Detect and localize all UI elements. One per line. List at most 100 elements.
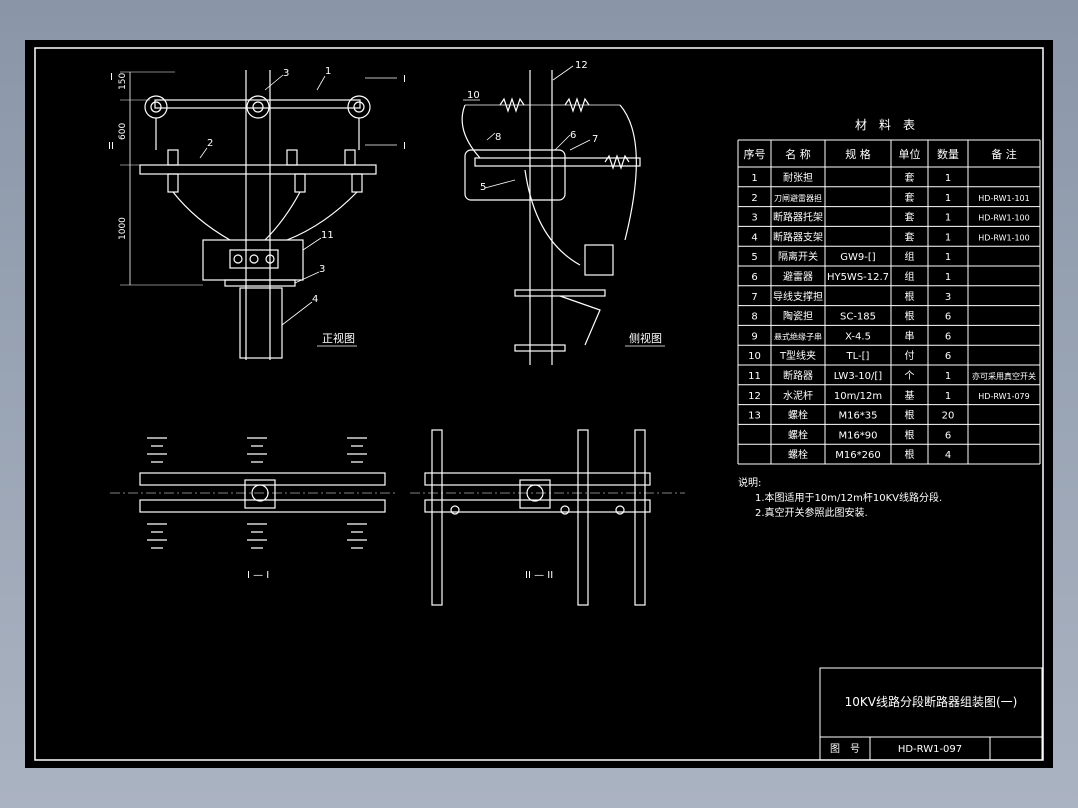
table-cell: 13 bbox=[748, 411, 761, 422]
section-II-view bbox=[410, 429, 685, 606]
leader-4 bbox=[281, 301, 313, 326]
table-cell: 1 bbox=[945, 213, 951, 224]
table-header-cell: 备 注 bbox=[991, 147, 1017, 161]
side-switch-frame bbox=[464, 149, 566, 201]
callout-12: 12 bbox=[575, 60, 588, 71]
table-cell: T型线夹 bbox=[779, 349, 816, 362]
arrester-1 bbox=[167, 149, 179, 166]
table-cell: HY5WS-12.7 bbox=[827, 272, 889, 283]
table-cell: 断路器支架 bbox=[773, 230, 823, 243]
table-cell: 套 bbox=[905, 171, 915, 184]
dim-600: 600 bbox=[118, 123, 128, 140]
section-II-label: II — II bbox=[525, 570, 553, 581]
tension-crossarm bbox=[154, 99, 361, 109]
leader-2 bbox=[199, 147, 208, 159]
table-cell: 套 bbox=[905, 230, 915, 243]
materials-title: 材 料 表 bbox=[855, 118, 915, 132]
section-II-bolt-3 bbox=[615, 505, 625, 515]
front-view-label: 正视图 bbox=[322, 331, 355, 345]
section-I-insulator-tc bbox=[247, 437, 267, 463]
title-block bbox=[819, 667, 1043, 761]
dim-150: 150 bbox=[118, 73, 128, 90]
table-cell: 陶瓷担 bbox=[783, 310, 813, 323]
side-view-label: 侧视图 bbox=[629, 331, 662, 345]
table-cell: 组 bbox=[905, 270, 915, 283]
callout-7: 7 bbox=[592, 134, 598, 145]
table-cell: HD-RW1-100 bbox=[978, 214, 1029, 223]
table-cell: 付 bbox=[905, 349, 915, 362]
leader-8 bbox=[486, 132, 496, 141]
side-insulator-right bbox=[564, 97, 590, 113]
section-mark-II: II bbox=[108, 141, 114, 152]
table-cell: 4 bbox=[945, 450, 951, 461]
arrester-2 bbox=[286, 149, 298, 166]
section-I-arm-top bbox=[139, 472, 386, 486]
table-cell: SC-185 bbox=[840, 312, 876, 323]
drawing-no: HD-RW1-097 bbox=[898, 744, 962, 755]
table-cell: 6 bbox=[751, 272, 757, 283]
table-cell: GW9-[] bbox=[840, 252, 876, 263]
side-crossarm bbox=[474, 157, 641, 167]
section-I-pole-hole bbox=[251, 484, 269, 502]
section-I-insulator-br bbox=[347, 523, 367, 549]
insulator-right bbox=[347, 95, 371, 119]
lead-3 bbox=[286, 191, 358, 241]
leader-6 bbox=[554, 134, 571, 151]
section-mark-I-lower: I bbox=[403, 141, 406, 152]
insulator-center bbox=[246, 95, 270, 119]
leader-1 bbox=[316, 75, 326, 91]
table-cell: HD-RW1-079 bbox=[978, 392, 1029, 401]
table-cell: 亦可采用真空开关 bbox=[972, 371, 1036, 381]
table-cell: M16*35 bbox=[838, 411, 877, 422]
insulator-right-inner bbox=[353, 101, 365, 113]
note-line-2: 2.真空开关参照此图安装. bbox=[755, 506, 868, 519]
section-II-bolt-2 bbox=[560, 505, 570, 515]
front-view bbox=[120, 70, 397, 360]
table-cell: 6 bbox=[945, 331, 951, 342]
breaker-bushing-3 bbox=[265, 254, 275, 264]
table-header-cell: 序号 bbox=[744, 147, 766, 161]
table-cell: TL-[] bbox=[846, 351, 870, 362]
callout-11: 11 bbox=[321, 230, 334, 241]
table-cell: 6 bbox=[945, 351, 951, 362]
breaker-bushing-1 bbox=[233, 254, 243, 264]
side-brace bbox=[559, 295, 601, 346]
table-cell: 串 bbox=[905, 330, 915, 342]
insulator-center-inner bbox=[252, 101, 264, 113]
callout-10: 10 bbox=[467, 90, 480, 101]
table-cell: 4 bbox=[751, 232, 757, 243]
cad-drawing: 1 2 3 4 11 3 I I II I 150 600 1000 正视图 bbox=[34, 47, 1044, 761]
section-mark-I-left: I bbox=[110, 72, 113, 83]
table-cell: 悬式绝缘子串 bbox=[774, 331, 822, 341]
note-line-1: 1.本图适用于10m/12m杆10KV线路分段. bbox=[755, 491, 942, 504]
drawing-border bbox=[34, 47, 1044, 761]
table-cell: 1 bbox=[945, 252, 951, 263]
table-cell: 螺栓 bbox=[788, 428, 808, 441]
table-cell: 11 bbox=[748, 371, 761, 382]
table-cell: 1 bbox=[945, 272, 951, 283]
table-cell: 螺栓 bbox=[788, 409, 808, 422]
breaker-panel bbox=[229, 249, 279, 269]
section-II-pole bbox=[519, 479, 551, 509]
table-cell: LW3-10/[] bbox=[834, 371, 883, 382]
table-cell: 1 bbox=[945, 391, 951, 402]
section-I-arm-bottom bbox=[139, 499, 386, 513]
table-cell: 避雷器 bbox=[783, 270, 813, 283]
switch-crossarm bbox=[139, 164, 377, 175]
table-cell: 导线支撑担 bbox=[773, 290, 823, 303]
table-cell: 隔离开关 bbox=[778, 250, 818, 263]
side-view-labels: 12 10 8 5 6 7 侧视图 bbox=[467, 60, 662, 345]
switch-2 bbox=[294, 173, 306, 193]
table-cell: 断路器托架 bbox=[773, 211, 823, 224]
table-cell: 10m/12m bbox=[834, 391, 882, 402]
table-cell: 12 bbox=[748, 391, 761, 402]
breaker-body bbox=[202, 239, 304, 281]
callout-6: 6 bbox=[570, 130, 576, 141]
leader-11 bbox=[302, 237, 322, 251]
table-cell: 20 bbox=[942, 411, 955, 422]
drawing-no-label: 图 号 bbox=[830, 743, 860, 755]
insulator-left-inner bbox=[150, 101, 162, 113]
table-cell: 6 bbox=[945, 312, 951, 323]
table-cell: 断路器 bbox=[783, 369, 813, 382]
